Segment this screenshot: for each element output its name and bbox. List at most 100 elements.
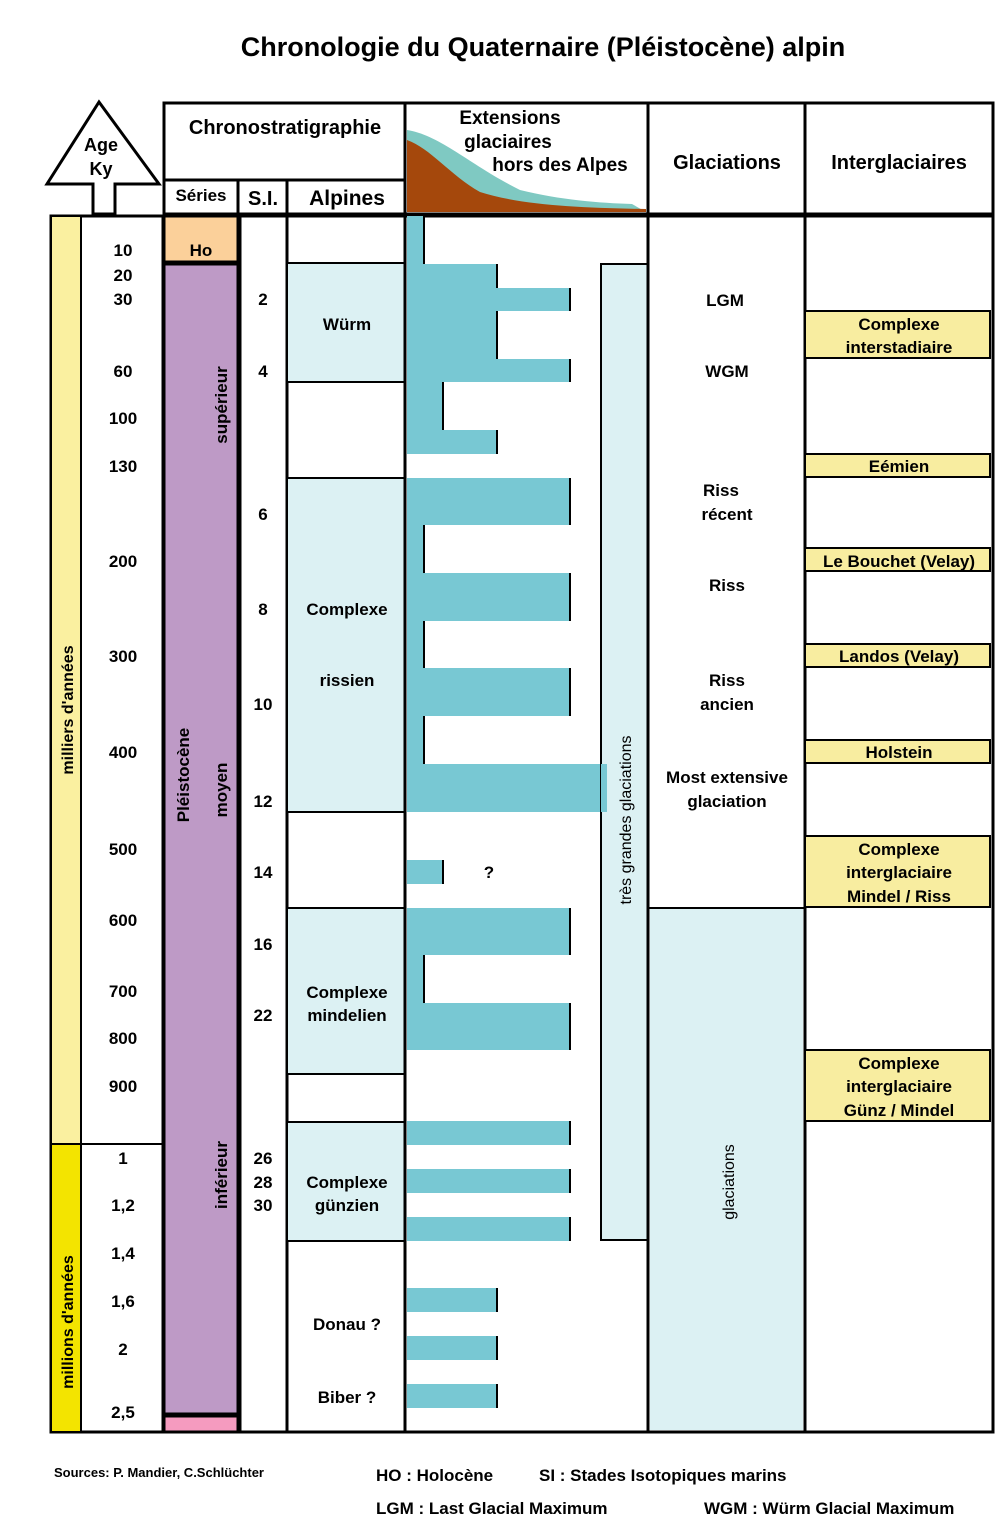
complexe-interstadiaire-label-1: Complexe: [858, 315, 939, 334]
glacier-brown-profile: [407, 140, 646, 212]
age-tick: 30: [114, 290, 133, 309]
age-unit-label: Ky: [89, 159, 112, 179]
riss-ancien-label-2: ancien: [700, 695, 754, 714]
question-mark: ?: [484, 863, 494, 882]
gunzien-label-2: günzien: [315, 1196, 379, 1215]
age-tick: 400: [109, 743, 137, 762]
most-extensive-label-2: glaciation: [687, 792, 766, 811]
alpines-header: Alpines: [309, 187, 385, 210]
gunzien-stage: [286, 1121, 406, 1242]
lgm-label: LGM: [706, 291, 744, 310]
series-header: Séries: [175, 186, 226, 205]
mindel-riss-label-1: Complexe: [858, 840, 939, 859]
si-value: 6: [258, 505, 267, 524]
mindelien-label-1: Complexe: [306, 983, 387, 1002]
donau-label: Donau ?: [313, 1315, 381, 1334]
si-column: [238, 214, 289, 1434]
glaciations-header: [646, 101, 807, 216]
millions-bar: [50, 1143, 82, 1433]
age-tick: 200: [109, 552, 137, 571]
age-ticks: 1020306010013020030040050060070080090011…: [109, 241, 137, 1422]
age-arrow-icon: [44, 99, 162, 216]
superieur-label: supérieur: [212, 366, 231, 444]
age-tick: 900: [109, 1077, 137, 1096]
wurm-stage: [286, 262, 406, 383]
gunz-mindel-box: [804, 1049, 991, 1122]
chrono-title: Chronostratigraphie: [189, 117, 381, 139]
alpines-column: [285, 214, 407, 1434]
interglaciaires-header: [803, 101, 995, 216]
rissien-stage: [286, 477, 406, 813]
glaciations-vertical-label: glaciations: [721, 1144, 738, 1220]
si-value: 26: [254, 1149, 273, 1168]
age-tick: 1,2: [111, 1196, 135, 1215]
millions-label: millions d'années: [60, 1255, 77, 1389]
wurm-label: Würm: [323, 315, 371, 334]
age-tick: 1,4: [111, 1244, 135, 1263]
mindel-riss-label-3: Mindel / Riss: [847, 887, 951, 906]
si-value: 4: [258, 362, 268, 381]
holstein-box: [804, 739, 991, 764]
age-tick: 10: [114, 241, 133, 260]
si-value: 12: [254, 792, 273, 811]
landos-label: Landos (Velay): [839, 647, 959, 666]
age-tick: 1,6: [111, 1292, 135, 1311]
extensions-title-3: hors des Alpes: [492, 155, 628, 176]
wgm-legend: WGM : Würm Glacial Maximum: [704, 1499, 955, 1518]
moyen-label: moyen: [212, 763, 231, 818]
rissien-label-1: Complexe: [306, 600, 387, 619]
si-value: 28: [254, 1173, 273, 1192]
extensions-title-2: glaciaires: [464, 132, 552, 153]
si-legend: SI : Stades Isotopiques marins: [539, 1466, 787, 1485]
tres-grandes-label: très grandes glaciations: [618, 736, 635, 905]
le-bouchet-box: [804, 547, 991, 572]
gunz-mindel-label-3: Günz / Mindel: [844, 1101, 955, 1120]
riss-recent-label-2: récent: [701, 505, 752, 524]
pleistocene-label: Pléistocène: [174, 728, 193, 823]
si-value: 14: [254, 863, 273, 882]
age-tick: 100: [109, 409, 137, 428]
extension-bars: [407, 216, 600, 1408]
si-value: 10: [254, 695, 273, 714]
age-tick: 700: [109, 982, 137, 1001]
glaciations-band: [650, 908, 803, 1430]
age-tick: 600: [109, 911, 137, 930]
gunz-mindel-label-2: interglaciaire: [846, 1077, 952, 1096]
si-value: 8: [258, 600, 267, 619]
gunzien-label-1: Complexe: [306, 1173, 387, 1192]
si-value: 16: [254, 935, 273, 954]
thousands-label: milliers d'années: [60, 645, 77, 774]
complexe-interstadiaire-label-2: interstadiaire: [846, 338, 953, 357]
age-tick: 500: [109, 840, 137, 859]
biber-label: Biber ?: [318, 1388, 377, 1407]
eemien-label: Eémien: [869, 457, 929, 476]
riss-recent-label-1: Riss: [703, 481, 739, 500]
landos-box: [804, 643, 991, 668]
interglaciaires-title: Interglaciaires: [831, 152, 967, 174]
pleistocene-band: [162, 262, 240, 1416]
riss-label: Riss: [709, 576, 745, 595]
wgm-label: WGM: [705, 362, 748, 381]
si-value: 22: [254, 1006, 273, 1025]
si-value: 2: [258, 290, 267, 309]
age-tick: 130: [109, 457, 137, 476]
base-band: [162, 1414, 240, 1434]
sources-note: Sources: P. Mandier, C.Schlüchter: [54, 1465, 264, 1480]
mindel-riss-label-2: interglaciaire: [846, 863, 952, 882]
extensions-title-1: Extensions: [459, 108, 560, 129]
inferieur-label: inférieur: [212, 1141, 231, 1209]
ho-label: Ho: [190, 241, 213, 260]
lgm-legend: LGM : Last Glacial Maximum: [376, 1499, 608, 1518]
interglaciaires-column: [803, 214, 995, 1434]
age-tick: 300: [109, 647, 137, 666]
glaciations-title: Glaciations: [673, 152, 781, 174]
eemien-box: [804, 453, 991, 478]
gunz-mindel-label-1: Complexe: [858, 1054, 939, 1073]
si-header: S.I.: [248, 188, 278, 210]
most-extensive-label-1: Most extensive: [666, 768, 788, 787]
mindelien-stage: [286, 907, 406, 1075]
age-tick: 60: [114, 362, 133, 381]
mindelien-label-2: mindelien: [307, 1006, 386, 1025]
rissien-label-2: rissien: [320, 671, 375, 690]
